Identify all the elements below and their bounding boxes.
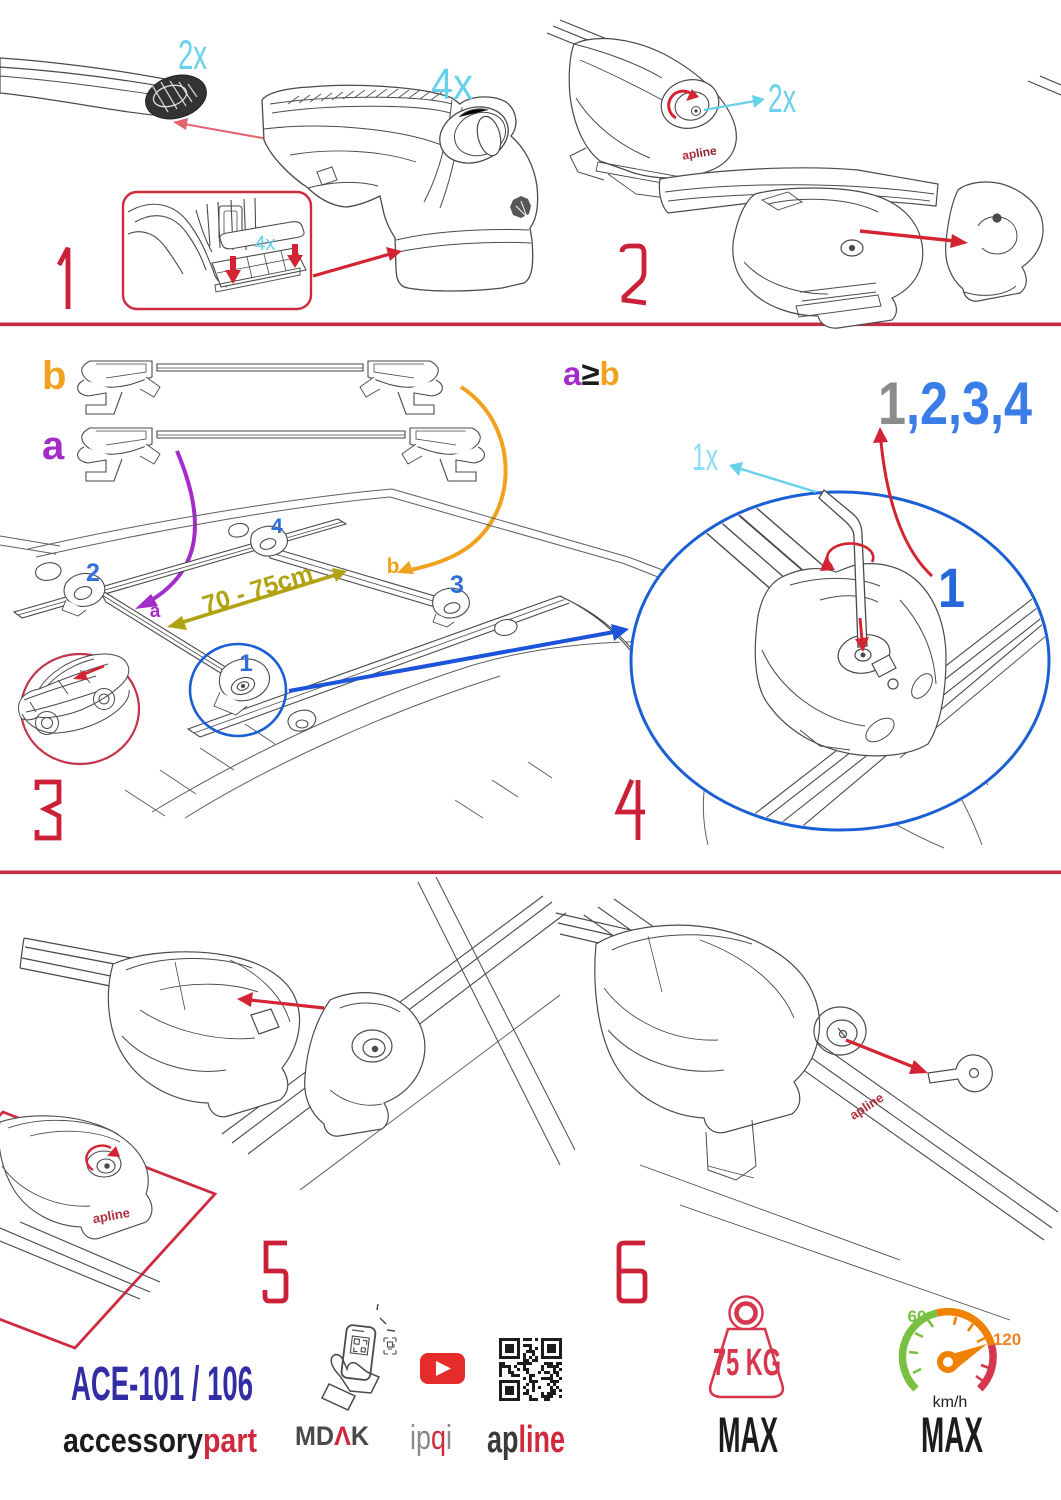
svg-text:120: 120 xyxy=(993,1330,1021,1349)
svg-text:4x: 4x xyxy=(431,60,473,109)
svg-text:1,2,3,4: 1,2,3,4 xyxy=(878,370,1033,437)
svg-text:1: 1 xyxy=(938,556,965,619)
svg-text:2x: 2x xyxy=(178,31,207,78)
svg-text:km/h: km/h xyxy=(933,1394,968,1411)
svg-text:60: 60 xyxy=(908,1307,927,1326)
svg-text:a: a xyxy=(42,424,65,468)
svg-text:a≥b: a≥b xyxy=(563,355,620,392)
svg-text:a: a xyxy=(150,601,161,622)
svg-text:MAX: MAX xyxy=(718,1407,778,1463)
svg-text:apline: apline xyxy=(681,143,718,162)
svg-text:MDΛK: MDΛK xyxy=(295,1421,369,1451)
svg-text:4x: 4x xyxy=(254,233,275,255)
svg-text:1: 1 xyxy=(239,650,252,677)
svg-text:b: b xyxy=(387,555,400,578)
svg-text:3: 3 xyxy=(450,571,464,599)
svg-text:MAX: MAX xyxy=(921,1407,983,1463)
svg-text:apline: apline xyxy=(487,1419,565,1461)
svg-text:4: 4 xyxy=(271,515,283,538)
svg-text:ACE-101 / 106: ACE-101 / 106 xyxy=(71,1358,253,1411)
svg-text:apline: apline xyxy=(91,1205,131,1226)
svg-text:accessorypart: accessorypart xyxy=(63,1422,257,1460)
svg-text:2: 2 xyxy=(86,559,100,587)
svg-text:ipqi: ipqi xyxy=(410,1419,452,1457)
svg-text:1x: 1x xyxy=(692,437,718,479)
svg-text:b: b xyxy=(42,354,66,398)
svg-text:2x: 2x xyxy=(768,77,796,121)
svg-text:75 KG: 75 KG xyxy=(713,1342,781,1384)
